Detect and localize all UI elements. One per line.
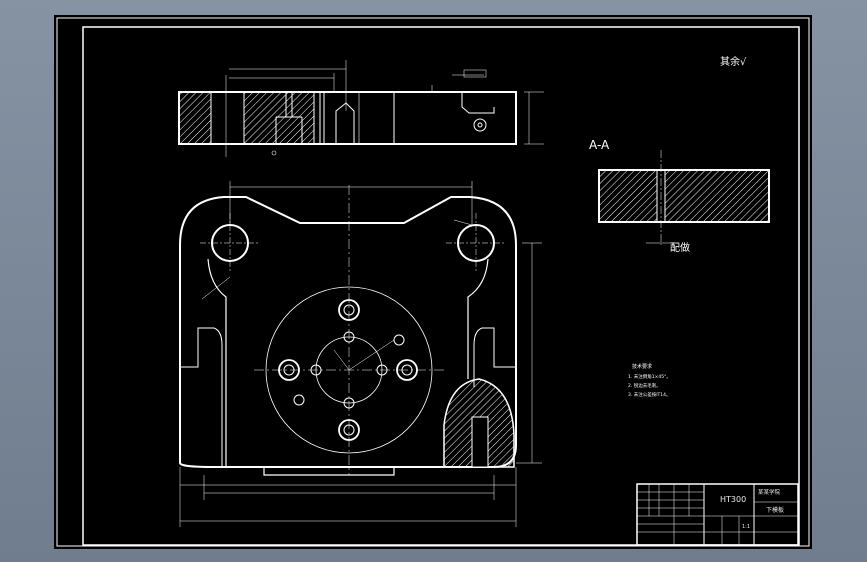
technical-requirements: 技术要求 1. 未注倒角1×45°。 2. 锐边去毛刺。 3. 未注公差按IT1… xyxy=(628,363,671,398)
material-label: HT300 xyxy=(720,495,746,504)
tech-requirements-title: 技术要求 xyxy=(632,363,652,370)
section-view-a-a xyxy=(598,150,770,245)
title-block xyxy=(636,483,799,546)
scale-label: 1:1 xyxy=(742,524,750,530)
section-note: 配做 xyxy=(670,241,690,254)
tech-requirement-item: 1. 未注倒角1×45°。 xyxy=(628,373,671,380)
pitch-circle xyxy=(265,286,433,454)
inner-border xyxy=(82,26,800,546)
hatch-region xyxy=(599,170,657,222)
top-elevation-view xyxy=(178,60,544,157)
tech-requirement-item: 2. 锐边去毛刺。 xyxy=(628,382,661,389)
section-label: A-A xyxy=(589,138,610,152)
drawing-canvas: A-A 配做 其余√ 技术要求 1. 未注倒角1×45°。 2. 锐边去毛刺。 … xyxy=(54,15,812,549)
hatch-region xyxy=(244,92,314,144)
outer-border xyxy=(56,17,810,547)
institution-label: 某某学院 xyxy=(758,488,781,496)
plate-outline xyxy=(179,196,517,468)
hatch-region xyxy=(665,170,769,222)
tech-requirement-item: 3. 未注公差按IT14。 xyxy=(628,391,671,398)
part-name-label: 下模板 xyxy=(766,506,784,514)
cad-drawing: A-A 配做 其余√ 技术要求 1. 未注倒角1×45°。 2. 锐边去毛刺。 … xyxy=(56,17,810,547)
hatch-region xyxy=(179,92,211,144)
main-plan-view xyxy=(179,181,542,527)
surface-finish-note: 其余√ xyxy=(720,55,747,68)
